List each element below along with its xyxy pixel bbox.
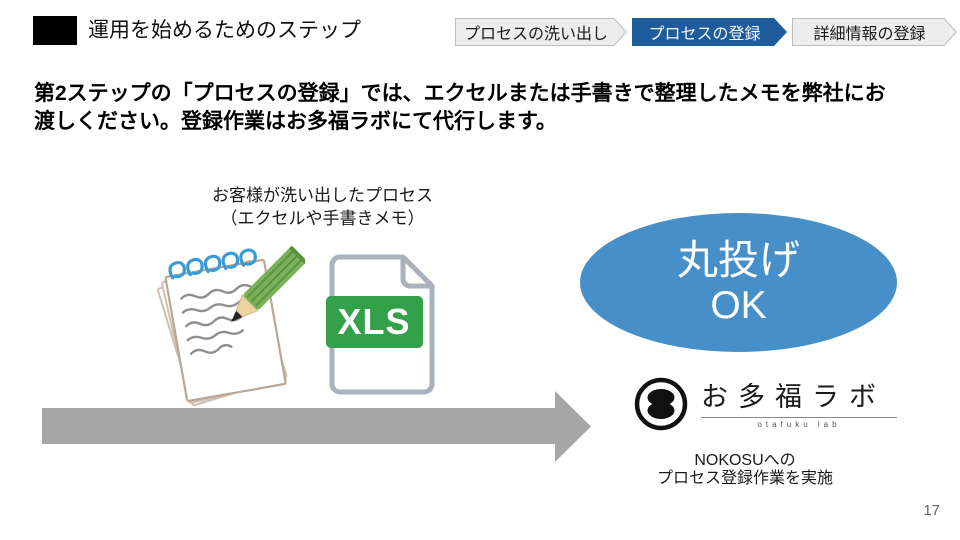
chevron-shape (632, 18, 787, 46)
step-label: プロセスの洗い出し (463, 26, 608, 43)
marunage-ok-bubble: 丸投げ OK (580, 213, 897, 352)
source-label-line-2: （エクセルや手書きメモ） (220, 209, 425, 228)
chevron-shape (455, 18, 627, 46)
page-title: 運用を始めるためのステップ (88, 19, 361, 42)
source-process-label: お客様が洗い出したプロセス （エクセルや手書きメモ） (150, 184, 495, 230)
notepad-pencil-illustration (157, 245, 305, 407)
result-caption: NOKOSUへの プロセス登録作業を実施 (585, 452, 905, 488)
result-caption-line-2: プロセス登録作業を実施 (656, 470, 833, 487)
result-caption-line-1: NOKOSUへの (694, 452, 796, 469)
xls-file-icon: XLS (326, 254, 435, 395)
chevron-shape (792, 18, 957, 46)
source-label-line-1: お客様が洗い出したプロセス (212, 186, 433, 205)
step-chevron-detail-registration: 詳細情報の登録 (792, 18, 957, 46)
step-chevron-process-identification: プロセスの洗い出し (455, 18, 627, 46)
bubble-line-1: 丸投げ (677, 237, 800, 283)
page-number: 17 (923, 502, 940, 519)
logo-subtitle: otafuku lab (757, 420, 841, 429)
logo-name: お多福ラボ (701, 382, 886, 412)
step-navigation: プロセスの洗い出し プロセスの登録 詳細情報の登録 (455, 18, 957, 46)
right-arrow-icon (42, 391, 591, 462)
logo-divider (701, 417, 897, 418)
otafuku-lab-mark-icon (634, 377, 688, 431)
xls-badge-text: XLS (337, 301, 410, 342)
body-paragraph: 第2ステップの「プロセスの登録」では、エクセルまたは手書きで整理したメモを弊社に… (34, 80, 886, 136)
body-line-1: 第2ステップの「プロセスの登録」では、エクセルまたは手書きで整理したメモを弊社に… (34, 82, 886, 105)
step-label: プロセスの登録 (648, 26, 761, 43)
body-line-2: 渡しください。登録作業はお多福ラボにて代行します。 (34, 110, 557, 133)
otafuku-lab-logo: お多福ラボ otafuku lab (701, 380, 899, 429)
step-label: 詳細情報の登録 (813, 26, 926, 43)
pencil-icon (231, 245, 305, 322)
title-marker (33, 16, 77, 45)
step-chevron-process-registration-active: プロセスの登録 (632, 18, 787, 46)
bubble-line-2: OK (710, 284, 767, 327)
